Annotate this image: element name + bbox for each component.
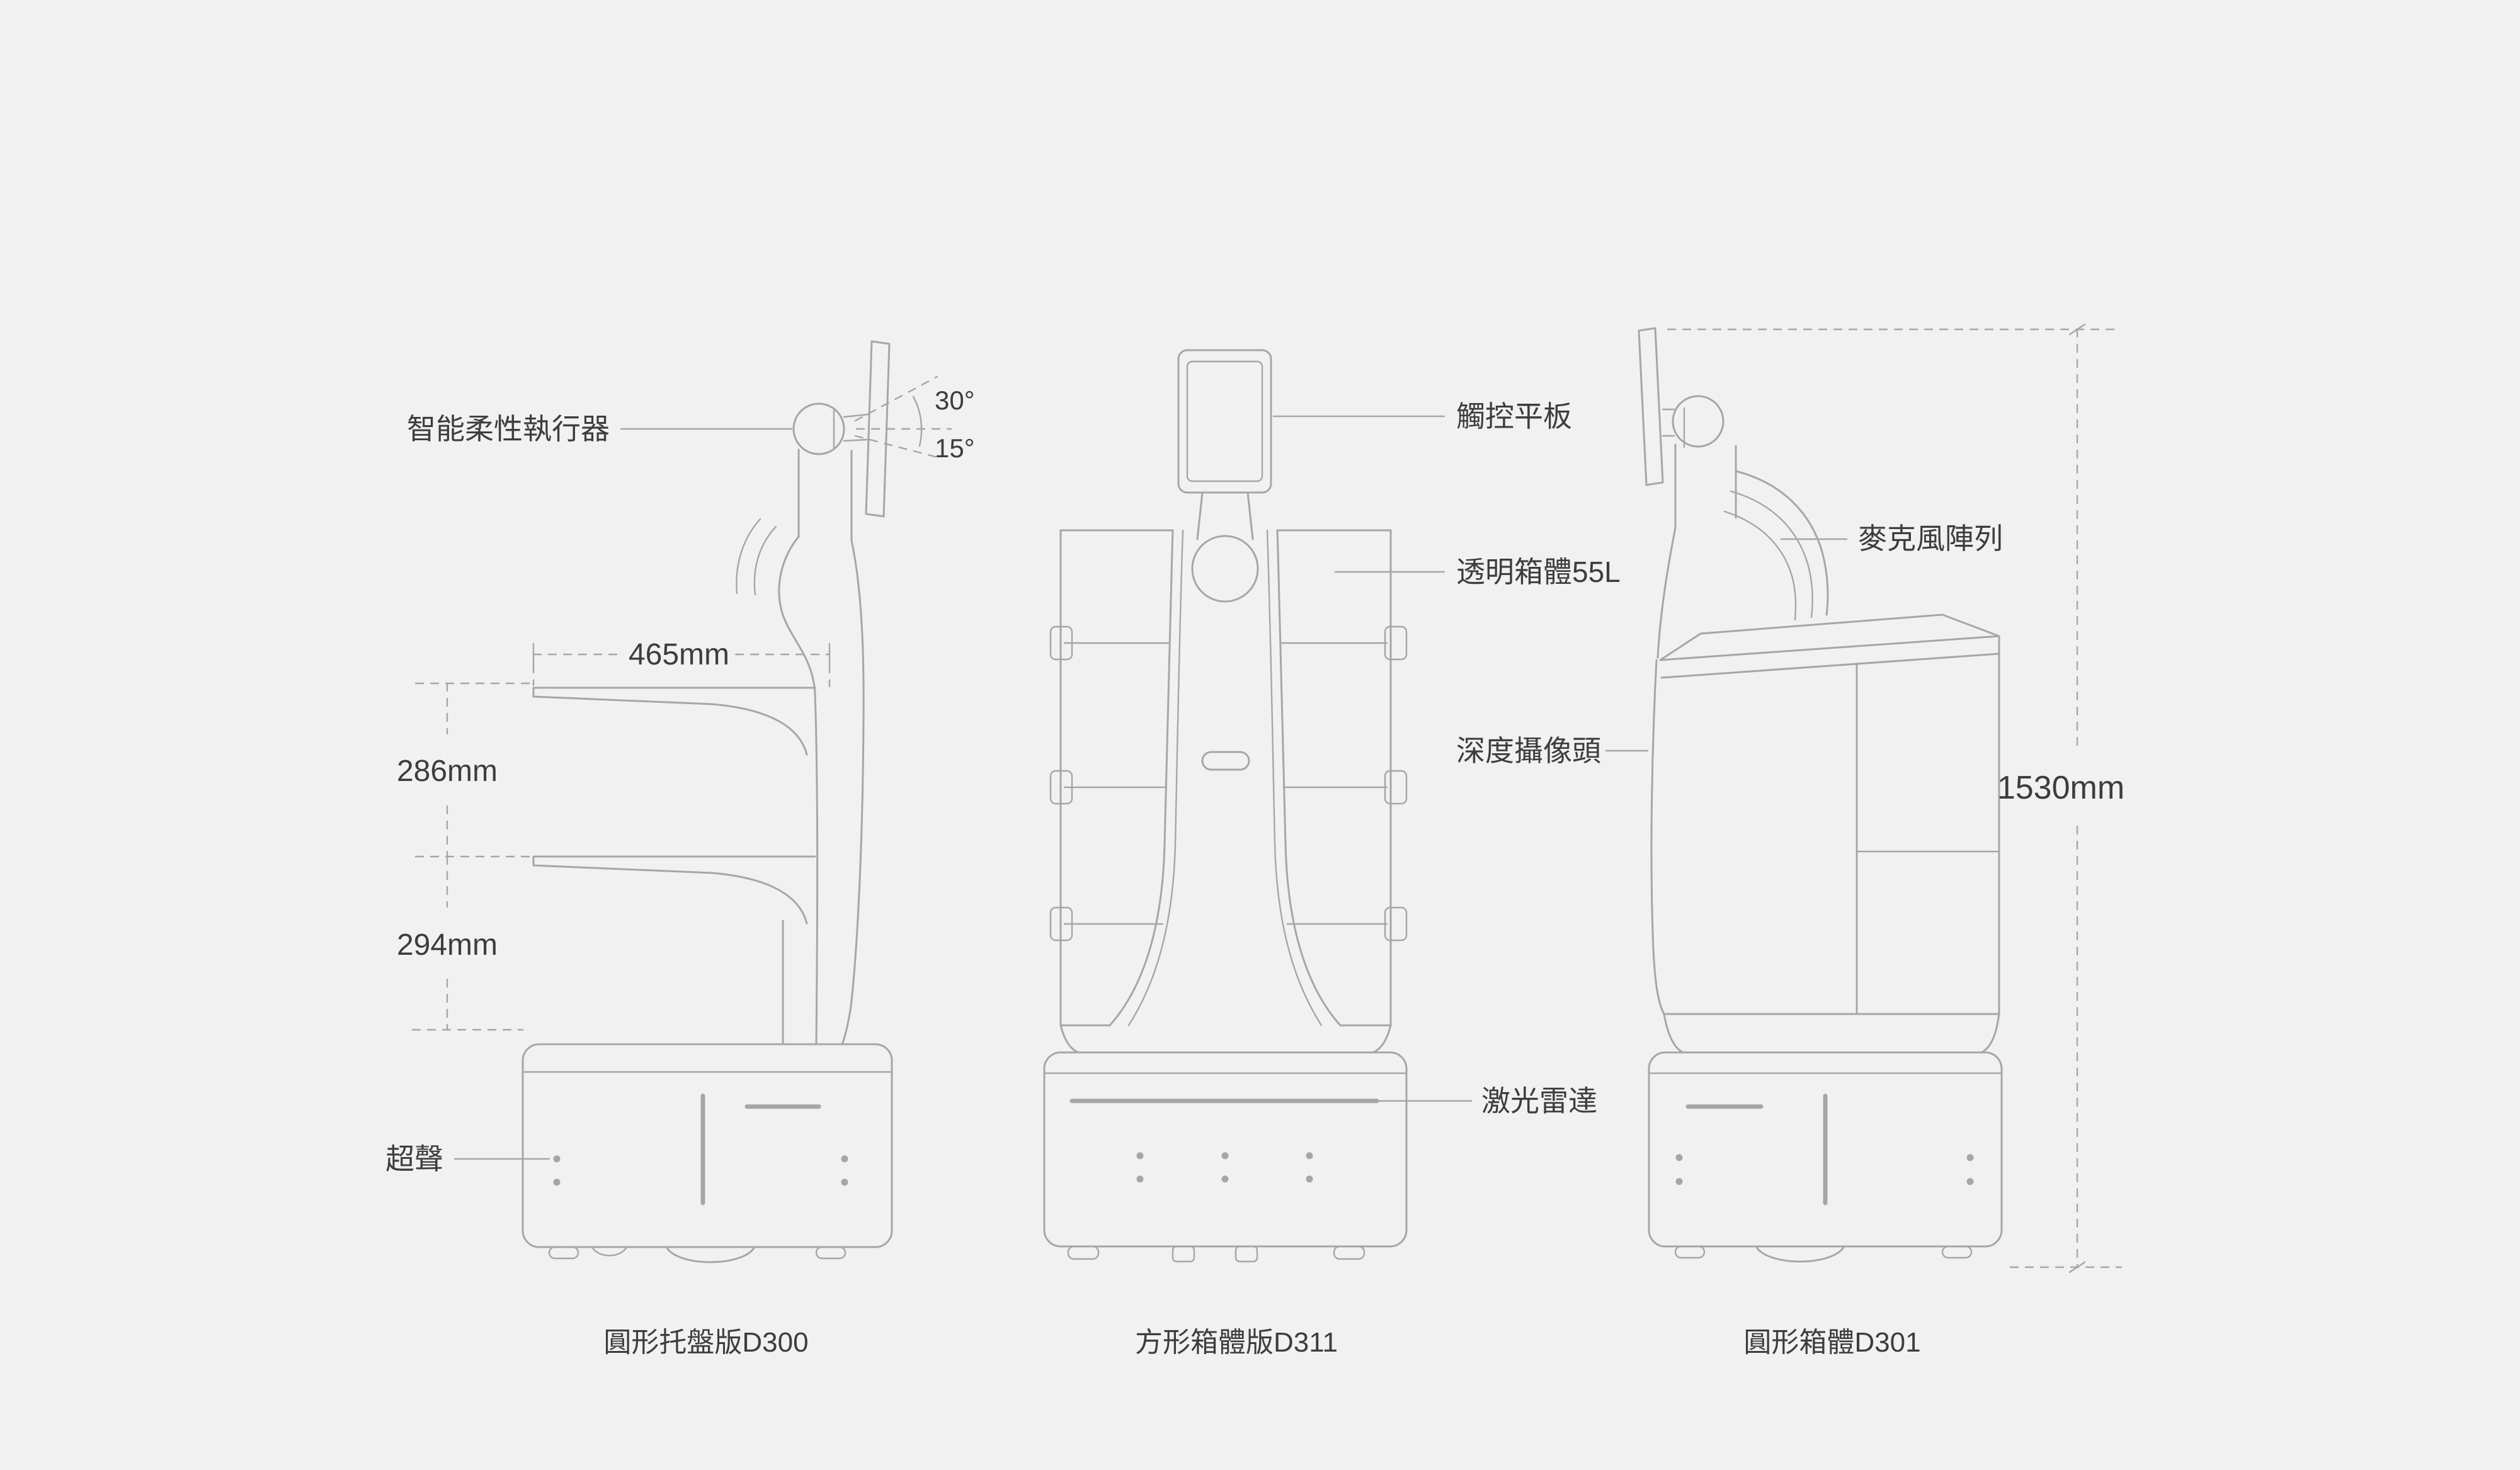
d311-sensor-dot <box>1306 1152 1313 1159</box>
d311-shelf-clip <box>1049 770 1073 805</box>
d301-neck <box>1674 443 1737 529</box>
d301-actuator-joint <box>1672 395 1725 448</box>
d311-sensor-dot <box>1221 1152 1229 1159</box>
d301-base <box>1648 1051 2003 1248</box>
label-tilt-up: 30° <box>935 385 975 415</box>
d311-shelf-clip <box>1384 906 1408 942</box>
caption-d301: 圓形箱體D301 <box>1743 1327 1920 1358</box>
d301-ultrasonic-dot <box>1675 1178 1683 1185</box>
label-total-height: 1530mm <box>1997 770 2124 806</box>
d301-mic-curve-2 <box>1730 490 1813 618</box>
d300-neck <box>797 448 853 542</box>
label-ultrasonic: 超聲 <box>385 1142 443 1175</box>
d301-caster-left <box>1674 1245 1706 1259</box>
d301-caster-right <box>1941 1245 1973 1259</box>
label-touch-tablet: 觸控平板 <box>1456 400 1572 433</box>
tray-gap-extension-lines <box>411 682 533 1031</box>
d311-sensor-dot <box>1306 1175 1313 1183</box>
d300-actuator-joint <box>792 402 845 455</box>
d311-sensor-dot <box>1136 1175 1144 1183</box>
d301-cabinet-bottom <box>1663 1011 2000 1054</box>
d300-ultrasonic-dot <box>841 1155 848 1163</box>
d300-ultrasonic-dot <box>553 1178 561 1186</box>
tilt-angle-rays <box>854 375 952 460</box>
d300-spine-inner <box>778 535 819 1046</box>
d311-caster <box>1172 1245 1195 1263</box>
label-transparent-box: 透明箱體55L <box>1456 556 1621 588</box>
label-tray-gap-upper: 286mm <box>397 755 498 788</box>
d301-cabinet-front-edge <box>1650 659 1665 1015</box>
d301-ultrasonic-dot <box>1675 1154 1683 1161</box>
d300-caster-right <box>815 1246 847 1260</box>
d311-shelf-clip <box>1049 906 1073 942</box>
label-actuator: 智能柔性執行器 <box>407 413 610 445</box>
label-tray-gap-lower: 294mm <box>397 928 498 962</box>
caption-d311: 方形箱體版D311 <box>1135 1327 1338 1358</box>
d300-caster-left <box>548 1246 579 1260</box>
leader-lines <box>453 415 1848 1160</box>
d311-torso-inner <box>1127 529 1323 1027</box>
d311-tablet <box>1177 349 1272 494</box>
d301-ultrasonic-dot <box>1966 1178 1974 1185</box>
d301-cabinet-top <box>1659 613 2000 679</box>
d311-base <box>1043 1051 1408 1248</box>
robot-d300-drawing <box>522 340 893 1263</box>
label-tilt-down: 15° <box>935 433 975 463</box>
d301-ultrasonic-dot <box>1966 1154 1974 1161</box>
tray-width-dim-ticks <box>532 642 831 666</box>
d300-ultrasonic-dot <box>553 1155 561 1163</box>
total-height-ticks <box>2068 323 2086 1273</box>
dimension-lines <box>411 323 2123 1273</box>
d300-shoulder-curve-1 <box>753 525 777 596</box>
d301-front-neck-edge <box>1656 527 1677 659</box>
d300-screen-bracket <box>843 413 869 442</box>
d311-caster <box>1234 1245 1258 1263</box>
d301-screen-bracket <box>1662 408 1675 437</box>
label-lidar: 激光雷達 <box>1481 1085 1597 1117</box>
tilt-angle-arcs <box>912 396 923 447</box>
d300-tray-lower <box>532 855 816 925</box>
d301-main-wheel <box>1755 1245 1845 1263</box>
d300-main-wheel <box>665 1246 756 1263</box>
labels: 智能柔性執行器 30° 15° 465mm 286mm 294mm 超聲 觸控平… <box>385 385 2124 1175</box>
d311-box-sides <box>1059 529 1392 1027</box>
label-depth-camera: 深度攝像頭 <box>1456 734 1601 767</box>
d311-caster <box>1333 1245 1365 1260</box>
label-mic-array: 麥克風陣列 <box>1858 522 2003 555</box>
d301-screen-edge <box>1638 327 1664 486</box>
d311-box-bottom <box>1059 1024 1392 1054</box>
d300-shoulder-curve-2 <box>736 518 761 595</box>
d311-neck <box>1196 491 1254 540</box>
d311-tablet-screen <box>1186 360 1263 482</box>
d311-torso-outer <box>1109 529 1342 1027</box>
robot-d301-drawing <box>1638 327 2003 1263</box>
d300-screen-edge <box>865 340 891 518</box>
d300-caster-arc <box>591 1246 628 1256</box>
d300-base <box>522 1043 893 1248</box>
d300-tray-upper <box>532 687 816 756</box>
captions: 圓形托盤版D300 方形箱體版D311 圓形箱體D301 <box>603 1327 1920 1358</box>
d311-door-handle <box>1201 751 1250 771</box>
d311-sensor-dot <box>1221 1175 1229 1183</box>
d301-mic-curve-1 <box>1735 470 1829 616</box>
d311-pan-tilt-joint <box>1191 535 1259 603</box>
robot-d311-drawing <box>1043 349 1408 1263</box>
d301-mic-curve-3 <box>1723 510 1797 621</box>
d311-shelf-clip <box>1384 625 1408 661</box>
d300-ultrasonic-dot <box>841 1178 848 1186</box>
d311-shelf-clip <box>1049 625 1073 661</box>
d311-sensor-dot <box>1136 1152 1144 1159</box>
d311-caster <box>1067 1245 1100 1260</box>
label-tray-width: 465mm <box>629 638 729 671</box>
caption-d300: 圓形托盤版D300 <box>603 1327 808 1358</box>
d300-spine-outer <box>841 539 865 1046</box>
d311-shelf-clip <box>1384 770 1408 805</box>
tray-width-dim-line <box>532 653 831 688</box>
